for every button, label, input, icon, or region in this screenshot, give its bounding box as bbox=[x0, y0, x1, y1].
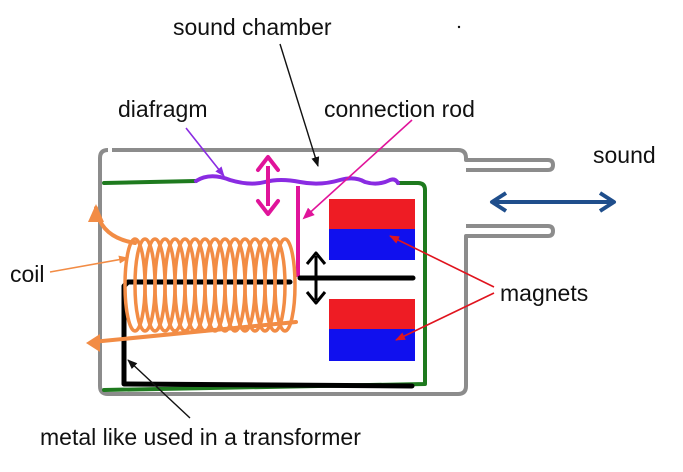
pointer-connection-rod bbox=[302, 119, 413, 220]
label-sound-chamber: sound chamber bbox=[173, 14, 332, 40]
diaphragm bbox=[194, 174, 400, 186]
pointer-diafragm bbox=[185, 127, 225, 177]
pointer-magnet-top bbox=[389, 235, 495, 288]
pointer-magnet-bottom bbox=[395, 292, 495, 341]
inner-frame bbox=[102, 179, 427, 392]
label-diafragm: diafragm bbox=[118, 96, 207, 122]
double-arrow-vertical-magenta-icon bbox=[256, 155, 280, 216]
magnet-top bbox=[329, 199, 415, 260]
double-arrow-horizontal-blue-icon bbox=[490, 191, 616, 213]
pointer-coil bbox=[49, 255, 129, 273]
coil bbox=[123, 237, 297, 333]
label-magnets: magnets bbox=[500, 280, 588, 306]
double-arrow-vertical-black-icon bbox=[305, 251, 327, 305]
coil-lead-top-tip bbox=[88, 204, 104, 222]
label-metal: metal like used in a transformer bbox=[40, 424, 361, 450]
magnet-bottom bbox=[329, 299, 415, 361]
coil-lead-bottom-tip bbox=[86, 334, 100, 352]
housing-outline bbox=[98, 148, 555, 396]
pointer-sound-chamber bbox=[279, 43, 320, 167]
label-connection-rod: connection rod bbox=[324, 96, 475, 122]
pointer-metal bbox=[127, 359, 191, 419]
coil-winding bbox=[273, 237, 297, 333]
label-coil: coil bbox=[10, 261, 45, 287]
coil-winding bbox=[263, 237, 287, 333]
label-sound: sound bbox=[593, 142, 656, 168]
stray-dot bbox=[457, 25, 461, 29]
